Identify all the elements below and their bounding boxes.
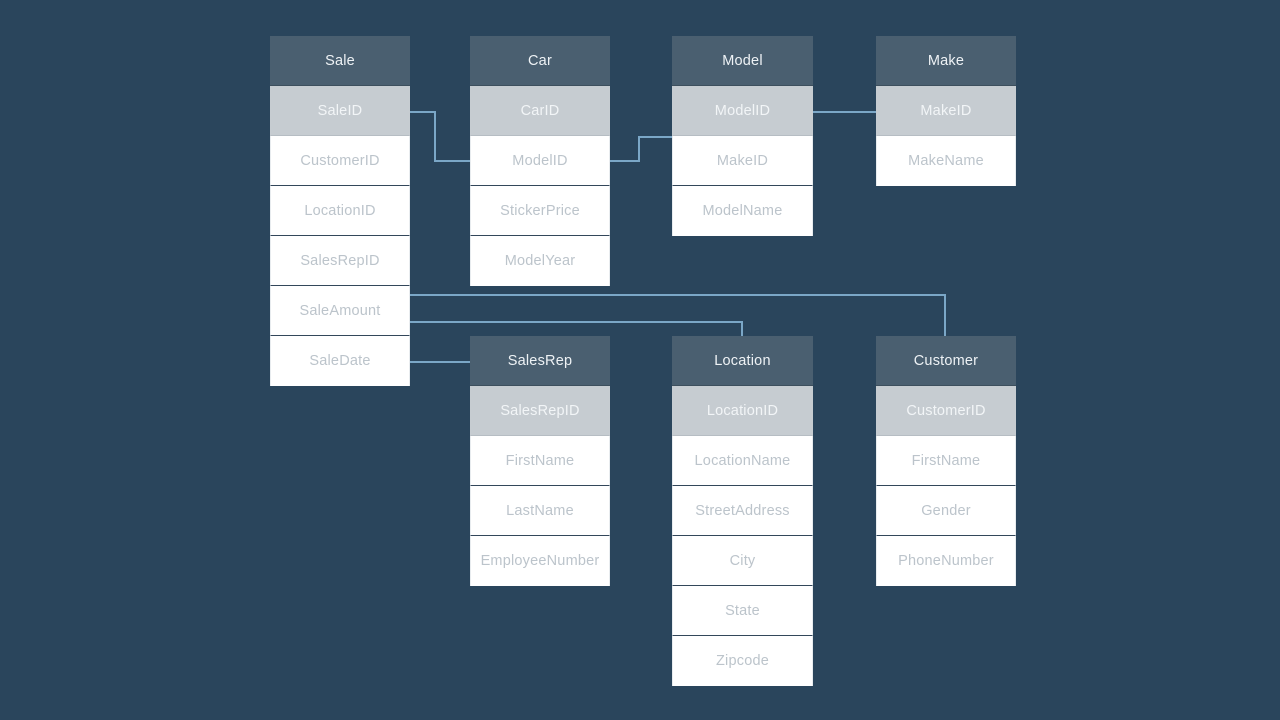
attribute-row-location-locationname[interactable]: LocationName [672, 436, 813, 486]
attribute-row-make-makename[interactable]: MakeName [876, 136, 1016, 186]
attribute-row-customer-phonenumber[interactable]: PhoneNumber [876, 536, 1016, 586]
entity-title-sale: Sale [270, 36, 410, 86]
entity-title-make: Make [876, 36, 1016, 86]
entity-title-salesrep: SalesRep [470, 336, 610, 386]
attribute-row-location-city[interactable]: City [672, 536, 813, 586]
attribute-row-sale-locationid[interactable]: LocationID [270, 186, 410, 236]
attribute-row-salesrep-firstname[interactable]: FirstName [470, 436, 610, 486]
primary-key-row-sale-saleid[interactable]: SaleID [270, 86, 410, 136]
attribute-row-location-zipcode[interactable]: Zipcode [672, 636, 813, 686]
attribute-row-customer-gender[interactable]: Gender [876, 486, 1016, 536]
entity-title-car: Car [470, 36, 610, 86]
relationship-line-sale-location [410, 321, 743, 336]
attribute-row-sale-salesrepid[interactable]: SalesRepID [270, 236, 410, 286]
attribute-row-location-state[interactable]: State [672, 586, 813, 636]
attribute-row-sale-saledate[interactable]: SaleDate [270, 336, 410, 386]
attribute-row-salesrep-employeenumber[interactable]: EmployeeNumber [470, 536, 610, 586]
attribute-row-model-makeid[interactable]: MakeID [672, 136, 813, 186]
attribute-row-car-stickerprice[interactable]: StickerPrice [470, 186, 610, 236]
attribute-row-car-modelid[interactable]: ModelID [470, 136, 610, 186]
attribute-row-car-modelyear[interactable]: ModelYear [470, 236, 610, 286]
attribute-row-salesrep-lastname[interactable]: LastName [470, 486, 610, 536]
entity-title-model: Model [672, 36, 813, 86]
primary-key-row-car-carid[interactable]: CarID [470, 86, 610, 136]
attribute-row-sale-customerid[interactable]: CustomerID [270, 136, 410, 186]
attribute-row-sale-saleamount[interactable]: SaleAmount [270, 286, 410, 336]
relationship-line-car-model [610, 136, 672, 162]
primary-key-row-make-makeid[interactable]: MakeID [876, 86, 1016, 136]
primary-key-row-model-modelid[interactable]: ModelID [672, 86, 813, 136]
entity-title-customer: Customer [876, 336, 1016, 386]
attribute-row-model-modelname[interactable]: ModelName [672, 186, 813, 236]
primary-key-row-location-locationid[interactable]: LocationID [672, 386, 813, 436]
entity-title-location: Location [672, 336, 813, 386]
attribute-row-customer-firstname[interactable]: FirstName [876, 436, 1016, 486]
relationship-line-sale-customer [410, 294, 946, 336]
primary-key-row-salesrep-salesrepid[interactable]: SalesRepID [470, 386, 610, 436]
primary-key-row-customer-customerid[interactable]: CustomerID [876, 386, 1016, 436]
relationship-line-sale-car [410, 111, 470, 162]
attribute-row-location-streetaddress[interactable]: StreetAddress [672, 486, 813, 536]
